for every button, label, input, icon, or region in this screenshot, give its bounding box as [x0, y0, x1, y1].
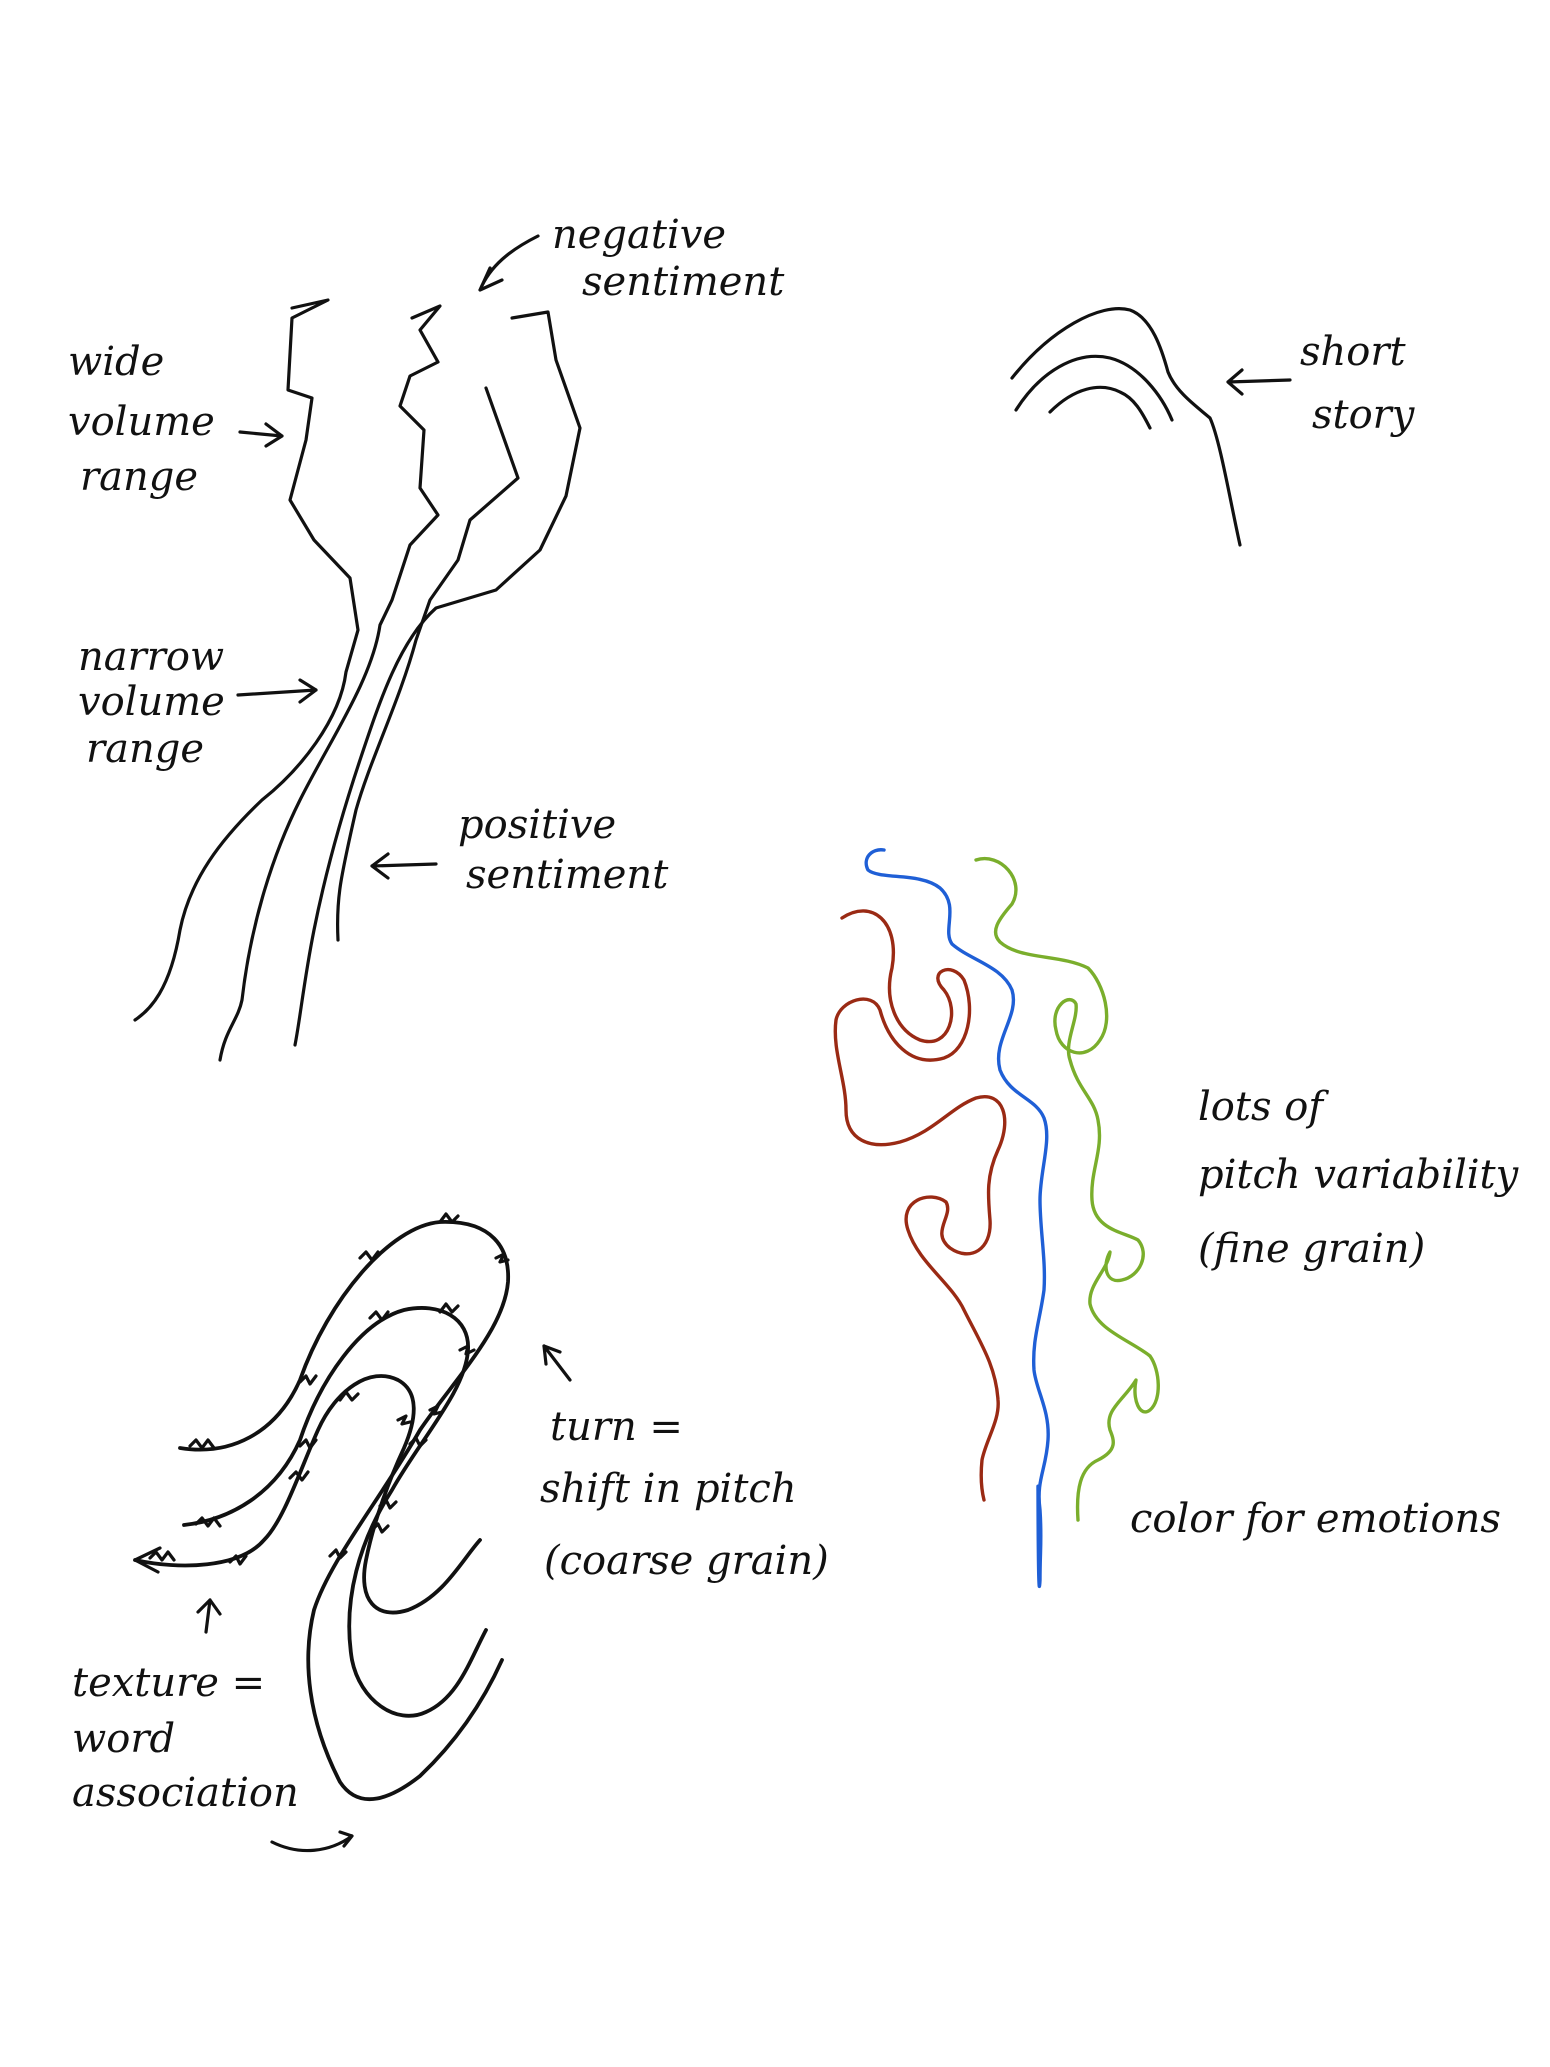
red-pitch-line: [833, 909, 1007, 1502]
blue-pitch-line: [864, 848, 1050, 1589]
short-story-arc-outer: [1010, 307, 1242, 547]
volume-stream-sketch: [133, 298, 582, 1062]
s-curve-scribble-inner: [148, 1390, 412, 1566]
short-story-arc-inner: [1048, 385, 1152, 430]
s-curve-head: [133, 1546, 162, 1574]
label-texture: texture =: [72, 1660, 265, 1706]
label-story: story: [1312, 392, 1416, 438]
label-coarse-grain: (coarse grain): [544, 1538, 829, 1584]
label-narrow-range: range: [86, 726, 204, 772]
s-curve-inner: [133, 1374, 482, 1615]
label-wide: wide: [68, 339, 164, 385]
label-turn: turn =: [550, 1404, 683, 1450]
label-positive: positive: [458, 802, 616, 848]
label-association: association: [72, 1770, 299, 1816]
texture-turn-arrows: [196, 1344, 572, 1853]
s-curve-outer: [178, 1220, 510, 1801]
arrow-positive-sentiment: [370, 852, 438, 880]
stream-left-line: [133, 298, 360, 1022]
label-short: short: [1300, 329, 1406, 375]
arrow-turn: [542, 1344, 572, 1382]
green-pitch-line: [974, 856, 1160, 1522]
label-lots-of: lots of: [1198, 1084, 1329, 1130]
label-positive-sentiment: sentiment: [466, 852, 669, 898]
label-fine-grain: (fine grain): [1198, 1226, 1425, 1272]
label-negative-sentiment: sentiment: [582, 259, 785, 305]
arrow-short-story: [1226, 368, 1292, 396]
s-curve-scribble-outer: [188, 1212, 510, 1560]
short-story-arc-middle: [1014, 354, 1174, 422]
label-color-for-emotions: color for emotions: [1130, 1496, 1501, 1542]
arrow-word-association: [270, 1830, 354, 1853]
pitch-variability-sketch: [833, 848, 1160, 1589]
label-narrow-volume: volume: [78, 679, 225, 725]
s-curve-middle: [182, 1306, 488, 1718]
label-shift-in-pitch: shift in pitch: [540, 1466, 797, 1512]
label-pitch-variability: pitch variability: [1198, 1152, 1520, 1198]
short-story-sketch: [1010, 307, 1292, 547]
label-word: word: [72, 1716, 175, 1762]
label-negative: negative: [552, 212, 726, 258]
arrow-negative-sentiment: [478, 234, 540, 292]
stream-middle-line: [218, 304, 442, 1062]
stream-inner-line: [335, 386, 520, 942]
arrow-wide-volume: [238, 422, 284, 448]
label-wide-range: range: [80, 454, 198, 500]
s-curve-scribble-middle: [194, 1302, 460, 1528]
volume-stream-arrows: [236, 234, 540, 880]
arrow-texture: [196, 1598, 222, 1634]
texture-turn-sketch: [133, 1212, 510, 1801]
arrow-narrow-volume: [236, 678, 318, 704]
label-wide-volume: volume: [68, 399, 215, 445]
stream-right-line: [293, 310, 582, 1047]
label-narrow: narrow: [78, 634, 224, 680]
